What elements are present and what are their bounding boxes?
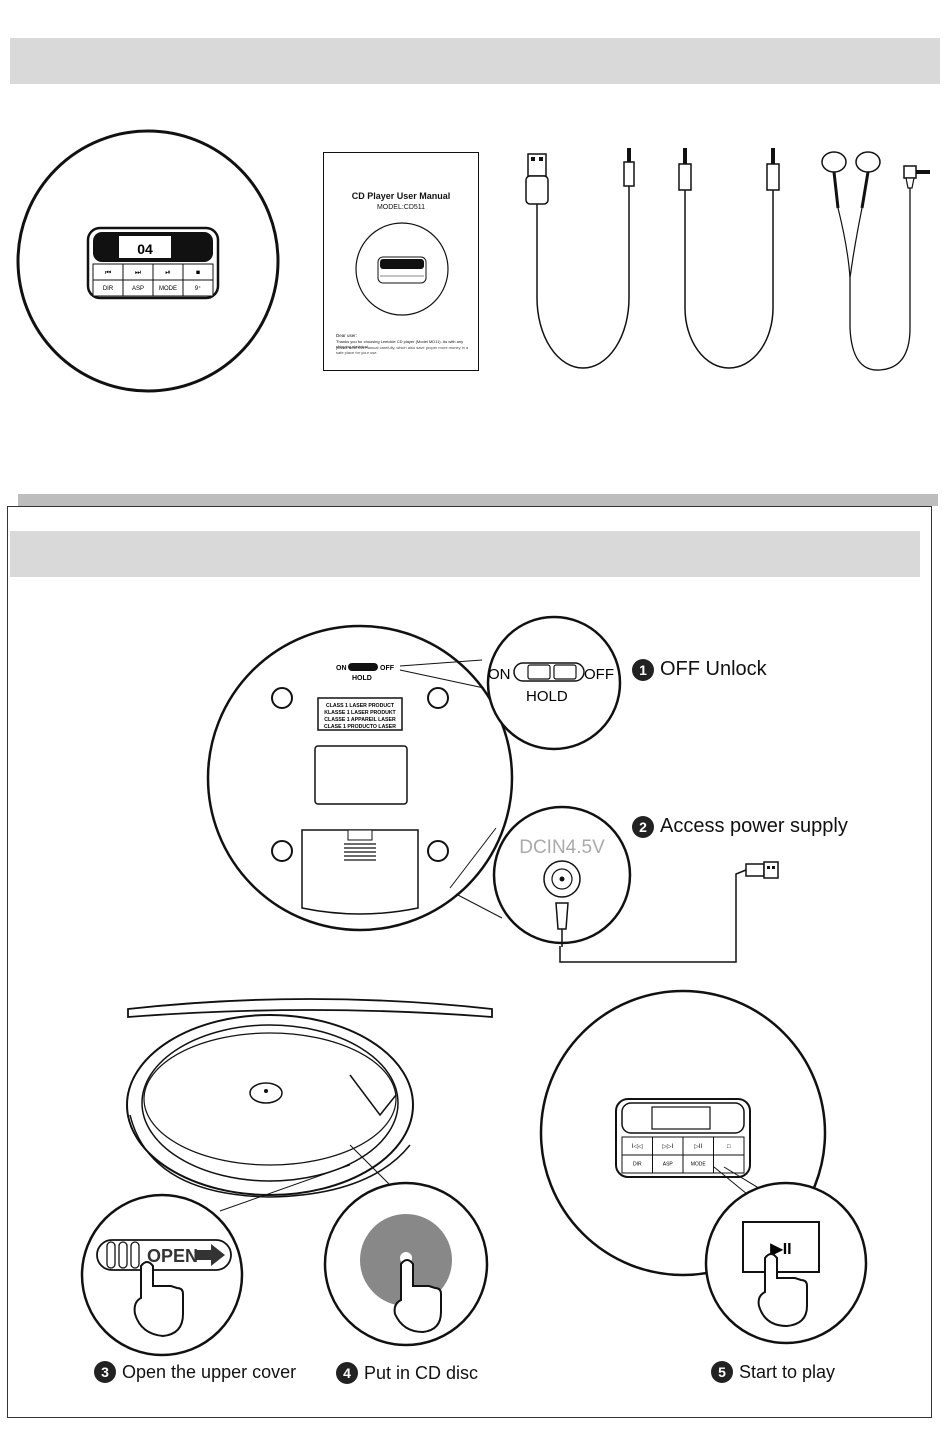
step-2-text: Access power supply bbox=[660, 815, 848, 837]
step-1-text: OFF Unlock bbox=[660, 658, 767, 680]
open-switch-zoom: OPEN bbox=[80, 1193, 244, 1357]
dc-in-zoom: DCIN4.5V bbox=[492, 805, 632, 947]
manual-title: CD Player User Manual bbox=[351, 191, 451, 201]
section-header-band-accessories bbox=[10, 38, 940, 84]
step-4-annotation: 4 Put in CD disc bbox=[336, 1362, 478, 1384]
player-button-label: ■ bbox=[196, 269, 200, 276]
step-5-text: Start to play bbox=[739, 1361, 836, 1382]
player-button-label: ⏭ bbox=[135, 269, 142, 276]
player-button-label: DIR bbox=[103, 286, 114, 292]
manual-body-line-1: Thanks you for choosing Leelokie CD play… bbox=[336, 339, 464, 349]
player-button-label: DIR bbox=[633, 1162, 642, 1168]
player-button-label: ⏮ bbox=[105, 269, 111, 276]
play-button-zoom: ▶II bbox=[704, 1181, 868, 1345]
manual-greeting: Dear user: bbox=[336, 333, 358, 338]
player-button-label: ⏯ bbox=[165, 269, 171, 276]
step-2-number: 2 bbox=[632, 815, 654, 838]
step-4-number: 4 bbox=[336, 1362, 358, 1384]
manual-model: MODEL:CD511 bbox=[376, 204, 426, 211]
dc-in-label: DCIN4.5V bbox=[519, 837, 605, 858]
player-button-label: □ bbox=[727, 1144, 731, 1150]
manual-body-line-2: please read this manual carefully, which… bbox=[336, 345, 469, 355]
player-button-row-1: ⏮ ⏭ ⏯ ■ bbox=[92, 263, 214, 281]
laser-label-line: KLASSE 1 LASER PRODUKT bbox=[324, 710, 396, 716]
display-digits: 04 bbox=[137, 241, 153, 257]
step-3-annotation: 3 Open the upper cover bbox=[94, 1361, 296, 1383]
step-3-number: 3 bbox=[94, 1361, 116, 1383]
back-hold-off-label: OFF bbox=[380, 665, 395, 672]
cd-disc-zoom bbox=[323, 1181, 489, 1347]
manual-cover-player-icon bbox=[355, 222, 449, 316]
player-button-label: 9⁺ bbox=[195, 285, 202, 292]
cd-player-open-illustration bbox=[126, 998, 493, 1212]
laser-label-line: CLASE 1 PRODUCTO LASER bbox=[324, 724, 396, 730]
step-2-annotation: 2 Access power supply bbox=[632, 815, 848, 838]
laser-label-line: CLASS 1 LASER PRODUCT bbox=[326, 703, 395, 709]
hold-on-label: ON bbox=[488, 666, 511, 683]
player-button-label: ASP bbox=[132, 286, 144, 292]
player-button-label: ▷II bbox=[694, 1144, 702, 1150]
frame-shadow bbox=[18, 494, 938, 506]
player-button-label: ▷▷I bbox=[662, 1144, 673, 1150]
step-1-number: 1 bbox=[632, 658, 654, 681]
player-button-label: ASP bbox=[663, 1162, 674, 1168]
player-button-row-2: DIR ASP MODE 9⁺ bbox=[92, 279, 214, 297]
usb-cable-illustration bbox=[525, 148, 635, 369]
laser-label-line: CLASSE 1 APPAREIL LASER bbox=[324, 717, 396, 723]
user-manual-booklet: CD Player User Manual MODEL:CD511 Dear u… bbox=[323, 152, 479, 371]
step-3-text: Open the upper cover bbox=[122, 1361, 297, 1382]
power-cable-illustration bbox=[559, 861, 779, 963]
step-5-number: 5 bbox=[711, 1361, 733, 1383]
earphones-illustration bbox=[821, 151, 930, 371]
hold-switch-zoom: ON OFF HOLD bbox=[486, 615, 622, 751]
back-hold-on-label: ON bbox=[336, 665, 347, 672]
play-pause-icon: ▶II bbox=[769, 1241, 791, 1258]
hold-off-label: OFF bbox=[584, 666, 614, 683]
cd-player-top-illustration: 04 ⏮ ⏭ ⏯ ■ DIR ASP MODE 9⁺ bbox=[16, 129, 280, 393]
aux-cable-illustration bbox=[678, 148, 780, 369]
back-hold-label: HOLD bbox=[352, 675, 372, 682]
player-button-label: MODE bbox=[691, 1162, 707, 1168]
hold-label: HOLD bbox=[526, 688, 568, 705]
section-header-band-instructions bbox=[10, 531, 920, 577]
step-1-annotation: 1 OFF Unlock bbox=[632, 658, 767, 681]
step-4-text: Put in CD disc bbox=[364, 1362, 479, 1383]
player-button-label: MODE bbox=[159, 286, 177, 292]
open-label: OPEN bbox=[147, 1246, 198, 1266]
step-5-annotation: 5 Start to play bbox=[711, 1361, 835, 1383]
player-button-label: I◁◁ bbox=[632, 1144, 643, 1150]
